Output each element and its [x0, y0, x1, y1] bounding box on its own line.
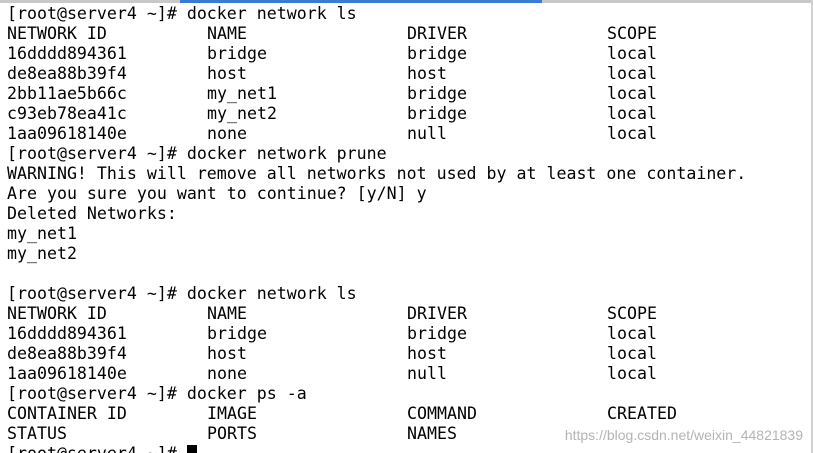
text-cursor — [186, 445, 197, 453]
tab-highlight — [180, 0, 542, 3]
shell-prompt: [root@server4 ~]# — [7, 144, 187, 163]
table-row: 1aa09618140e none null local — [7, 364, 809, 384]
ps-header-row: CONTAINER ID IMAGE COMMAND CREATED — [7, 404, 809, 424]
shell-prompt: [root@server4 ~]# — [7, 284, 187, 303]
header-created: CREATED — [607, 404, 677, 423]
cell-name: none — [207, 124, 247, 143]
shell-prompt: [root@server4 ~]# — [7, 4, 187, 23]
cell-network-id: 1aa09618140e — [7, 364, 127, 383]
shell-prompt: [root@server4 ~]# — [7, 384, 187, 403]
header-ports: PORTS — [207, 424, 257, 443]
table-row: 2bb11ae5b66c my_net1 bridge local — [7, 84, 809, 104]
cell-name: bridge — [207, 44, 267, 63]
terminal-output: [root@server4 ~]# docker network ls NETW… — [7, 4, 809, 453]
header-driver: DRIVER — [407, 24, 467, 43]
cell-name: bridge — [207, 324, 267, 343]
cell-name: none — [207, 364, 247, 383]
window-right-border — [811, 0, 813, 453]
blank-line — [7, 264, 809, 284]
table-header: NETWORK ID NAME DRIVER SCOPE — [7, 304, 809, 324]
table-row: de8ea88b39f4 host host local — [7, 344, 809, 364]
cell-scope: local — [607, 344, 657, 363]
cell-driver: null — [407, 124, 447, 143]
cell-driver: bridge — [407, 44, 467, 63]
warning-line: WARNING! This will remove all networks n… — [7, 164, 747, 183]
header-driver: DRIVER — [407, 304, 467, 323]
cell-driver: null — [407, 364, 447, 383]
header-container-id: CONTAINER ID — [7, 404, 127, 423]
deleted-header: Deleted Networks: — [7, 204, 177, 223]
ps-header-row: STATUS PORTS NAMES — [7, 424, 809, 444]
cell-network-id: 16dddd894361 — [7, 44, 127, 63]
header-command: COMMAND — [407, 404, 477, 423]
watermark: https://blog.csdn.net/weixin_44821839 — [564, 427, 803, 443]
cell-scope: local — [607, 324, 657, 343]
cell-name: host — [207, 64, 247, 83]
cell-network-id: de8ea88b39f4 — [7, 344, 127, 363]
header-names: NAMES — [407, 424, 457, 443]
cell-name: my_net2 — [207, 104, 277, 123]
cell-network-id: de8ea88b39f4 — [7, 64, 127, 83]
command-text: docker network prune — [186, 144, 387, 163]
command-text: docker network ls — [186, 284, 357, 303]
header-scope: SCOPE — [607, 304, 657, 323]
command-line[interactable]: [root@server4 ~]# — [7, 444, 809, 453]
cell-scope: local — [607, 44, 657, 63]
cell-network-id: 2bb11ae5b66c — [7, 84, 127, 103]
table-row: 16dddd894361 bridge bridge local — [7, 44, 809, 64]
command-text: docker network ls — [186, 4, 357, 23]
table-row: 1aa09618140e none null local — [7, 124, 809, 144]
cell-scope: local — [607, 64, 657, 83]
cell-scope: local — [607, 124, 657, 143]
deleted-network: my_net2 — [7, 244, 77, 263]
cell-scope: local — [607, 84, 657, 103]
cell-network-id: 1aa09618140e — [7, 124, 127, 143]
cell-scope: local — [607, 364, 657, 383]
cell-driver: host — [407, 344, 447, 363]
cell-scope: local — [607, 104, 657, 123]
header-status: STATUS — [7, 424, 67, 443]
cell-driver: bridge — [407, 324, 467, 343]
table-row: de8ea88b39f4 host host local — [7, 64, 809, 84]
cell-driver: bridge — [407, 104, 467, 123]
table-header: NETWORK ID NAME DRIVER SCOPE — [7, 24, 809, 44]
cell-name: my_net1 — [207, 84, 277, 103]
header-network-id: NETWORK ID — [7, 304, 107, 323]
cell-name: host — [207, 344, 247, 363]
cell-driver: bridge — [407, 84, 467, 103]
header-name: NAME — [207, 24, 247, 43]
confirm-line: Are you sure you want to continue? [y/N]… — [7, 184, 427, 203]
header-scope: SCOPE — [607, 24, 657, 43]
cell-driver: host — [407, 64, 447, 83]
cell-network-id: 16dddd894361 — [7, 324, 127, 343]
header-name: NAME — [207, 304, 247, 323]
command-line: [root@server4 ~]# docker network ls — [7, 284, 809, 304]
header-image: IMAGE — [207, 404, 257, 423]
table-row: c93eb78ea41c my_net2 bridge local — [7, 104, 809, 124]
deleted-network: my_net1 — [7, 224, 77, 243]
command-line: [root@server4 ~]# docker network ls — [7, 4, 809, 24]
command-text: docker ps -a — [186, 384, 307, 403]
cell-network-id: c93eb78ea41c — [7, 104, 127, 123]
command-line: [root@server4 ~]# docker network prune — [7, 144, 809, 164]
table-row: 16dddd894361 bridge bridge local — [7, 324, 809, 344]
command-line: [root@server4 ~]# docker ps -a — [7, 384, 809, 404]
header-network-id: NETWORK ID — [7, 24, 107, 43]
shell-prompt: [root@server4 ~]# — [7, 444, 187, 453]
